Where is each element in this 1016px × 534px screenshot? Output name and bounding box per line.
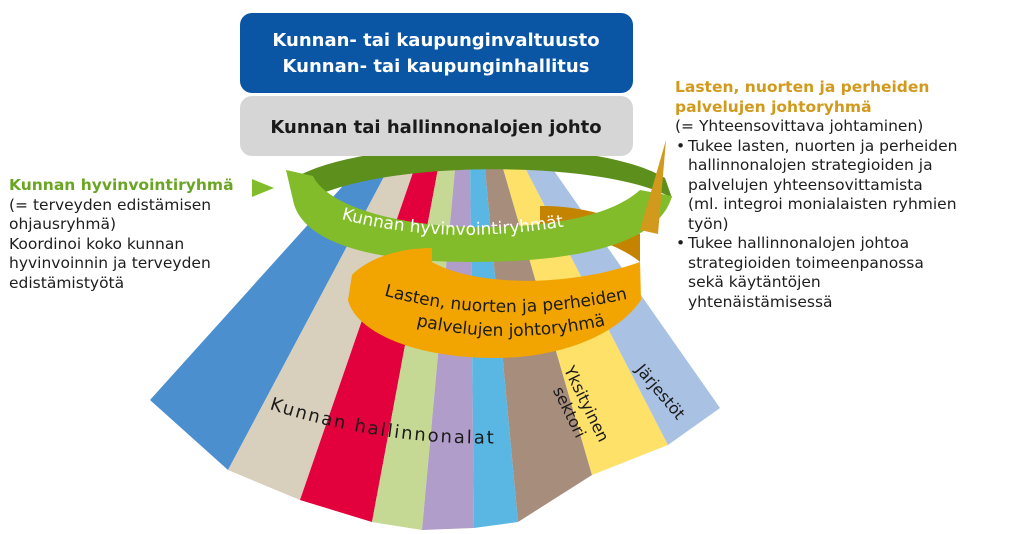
welfare-group-note: Kunnan hyvinvointiryhmä (= terveyden edi… [9, 176, 269, 293]
welfare-group-title: Kunnan hyvinvointiryhmä [9, 176, 234, 194]
bullet-line: Tukee lasten, nuorten ja perheiden [688, 136, 958, 155]
bullet-item: Tukee hallinnonalojen johtoa strategioid… [675, 234, 1015, 312]
orange-band [348, 248, 641, 358]
bullet-line: Tukee hallinnonalojen johtoa [688, 234, 910, 252]
green-band-back [300, 146, 672, 198]
children-services-title-line2: palvelujen johtoryhmä [675, 97, 872, 116]
bullet-line: hallinnonalojen strategioiden ja [688, 156, 933, 174]
green-band [286, 170, 672, 262]
bullet-line: työn) [688, 214, 729, 233]
welfare-group-line: Koordinoi koko kunnan [9, 234, 185, 253]
council-box-line1: Kunnan- tai kaupunginvaltuusto [272, 30, 599, 51]
children-services-note: Lasten, nuorten ja perheiden palvelujen … [675, 78, 1015, 312]
children-services-subtitle: (= Yhteensovittava johtaminen) [675, 117, 924, 135]
bullet-line: yhtenäistämisessä [688, 292, 833, 311]
management-box-label: Kunnan tai hallinnonalojen johto [270, 117, 601, 138]
green-arrow-icon [252, 179, 274, 197]
bullet-line: (ml. integroi monialaisten ryhmien [688, 195, 957, 213]
children-services-bullets: Tukee lasten, nuorten ja perheiden halli… [675, 137, 1015, 313]
welfare-group-line: edistämistyötä [9, 273, 125, 292]
council-box-line2: Kunnan- tai kaupunginhallitus [283, 56, 590, 77]
bullet-line: sekä käytäntöjen [688, 273, 821, 291]
bullet-line: palvelujen yhteensovittamista [688, 175, 923, 194]
welfare-group-line: ohjausryhmä) [9, 215, 117, 233]
welfare-group-line: (= terveyden edistämisen [9, 195, 212, 214]
council-box [240, 13, 633, 93]
management-box [240, 96, 633, 156]
children-services-title-line1: Lasten, nuorten ja perheiden [675, 78, 930, 96]
welfare-group-line: hyvinvoinnin ja terveyden [9, 254, 211, 272]
orange-callout-pointer-icon [640, 140, 666, 234]
bullet-item: Tukee lasten, nuorten ja perheiden halli… [675, 137, 1015, 235]
bullet-line: strategioiden toimeenpanossa [688, 253, 924, 272]
